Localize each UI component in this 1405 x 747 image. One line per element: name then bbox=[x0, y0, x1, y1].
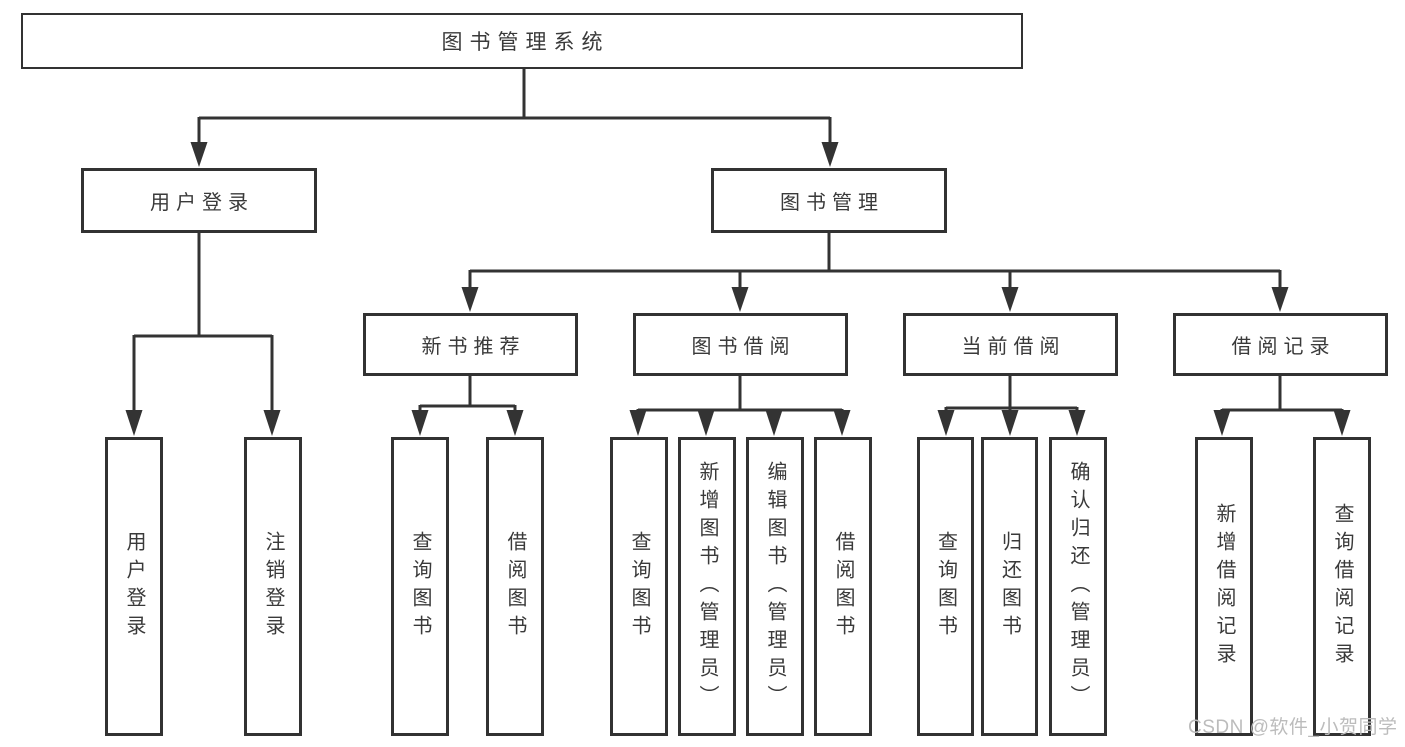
node-label: 图书管理 bbox=[780, 192, 884, 214]
leaf-record-add: 新增借阅记录 bbox=[1195, 437, 1253, 736]
node-label: 图书借阅 bbox=[691, 336, 796, 358]
leaf-borrow-add-book-admin: 新增图书（管理员） bbox=[678, 437, 736, 736]
watermark: CSDN @软件_小贺同学 bbox=[1188, 717, 1398, 738]
node-label: 注销登录 bbox=[262, 530, 284, 643]
node-label: 编辑图书（管理员） bbox=[764, 460, 786, 713]
leaf-current-confirm-return-admin: 确认归还（管理员） bbox=[1049, 437, 1107, 736]
node-label: 查询借阅记录 bbox=[1331, 502, 1353, 671]
node-label: 查询图书 bbox=[628, 530, 650, 643]
leaf-user-login: 用户登录 bbox=[105, 437, 163, 736]
leaf-newrec-borrow-book: 借阅图书 bbox=[486, 437, 544, 736]
node-label: 查询图书 bbox=[409, 530, 431, 643]
leaf-current-query-book: 查询图书 bbox=[917, 437, 974, 736]
node-borrowing-records: 借阅记录 bbox=[1173, 313, 1388, 376]
node-label: 新书推荐 bbox=[421, 336, 526, 358]
node-label: 查询图书 bbox=[934, 530, 957, 643]
node-label: 新增借阅记录 bbox=[1213, 502, 1235, 671]
leaf-borrow-borrow-book: 借阅图书 bbox=[814, 437, 872, 736]
leaf-record-query: 查询借阅记录 bbox=[1313, 437, 1371, 736]
node-label: 借阅记录 bbox=[1231, 336, 1336, 358]
leaf-borrow-query-book: 查询图书 bbox=[610, 437, 668, 736]
node-library-management-system: 图书管理系统 bbox=[21, 13, 1023, 69]
node-user-login: 用户登录 bbox=[81, 168, 317, 233]
node-label: 借阅图书 bbox=[504, 530, 526, 643]
node-book-borrowing: 图书借阅 bbox=[633, 313, 848, 376]
leaf-newrec-query-book: 查询图书 bbox=[391, 437, 449, 736]
node-book-management: 图书管理 bbox=[711, 168, 947, 233]
node-current-borrowing: 当前借阅 bbox=[903, 313, 1118, 376]
node-label: 用户登录 bbox=[150, 192, 254, 214]
arrowhead-icons bbox=[125, 142, 1351, 436]
node-label: 新增图书（管理员） bbox=[696, 460, 718, 713]
node-label: 用户登录 bbox=[123, 530, 145, 643]
node-label: 当前借阅 bbox=[961, 336, 1066, 358]
node-label: 图书管理系统 bbox=[441, 31, 610, 54]
leaf-logout: 注销登录 bbox=[244, 437, 302, 736]
leaf-current-return-book: 归还图书 bbox=[981, 437, 1038, 736]
node-label: 借阅图书 bbox=[832, 530, 854, 643]
node-label: 归还图书 bbox=[998, 530, 1021, 643]
node-new-book-recommendation: 新书推荐 bbox=[363, 313, 578, 376]
leaf-borrow-edit-book-admin: 编辑图书（管理员） bbox=[746, 437, 804, 736]
node-label: 确认归还（管理员） bbox=[1067, 460, 1089, 713]
